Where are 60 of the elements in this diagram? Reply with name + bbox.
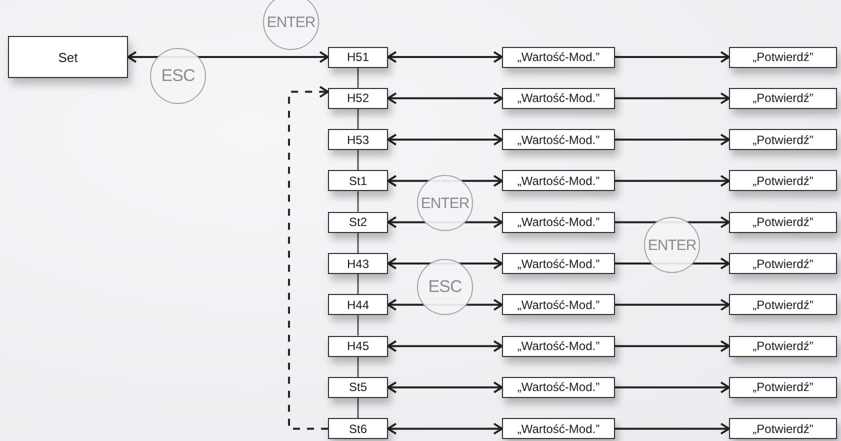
parameter-box: „Wartość-Mod.” bbox=[502, 46, 615, 68]
connector-line bbox=[357, 274, 359, 294]
parameter-box: St6 bbox=[328, 418, 388, 440]
parameter-box: „Potwierdź” bbox=[729, 129, 837, 150]
parameter-box: „Wartość-Mod.” bbox=[502, 212, 615, 233]
arrow bbox=[615, 298, 730, 311]
arrow bbox=[387, 381, 503, 394]
parameter-box: „Potwierdź” bbox=[729, 336, 837, 357]
parameter-box: „Potwierdź” bbox=[729, 212, 837, 233]
connector-line bbox=[357, 68, 359, 88]
connector-line bbox=[357, 232, 359, 253]
parameter-box: St1 bbox=[328, 170, 388, 192]
parameter-box: H53 bbox=[328, 129, 388, 150]
key-circle: ENTER bbox=[263, 0, 319, 50]
parameter-box: H51 bbox=[328, 46, 388, 68]
connector-line bbox=[357, 108, 359, 130]
menu-box: Set bbox=[8, 36, 128, 78]
parameter-box: „Potwierdź” bbox=[729, 294, 837, 316]
connector-line bbox=[357, 315, 359, 336]
key-circle: ENTER bbox=[644, 217, 700, 273]
connector-line bbox=[357, 356, 359, 377]
connector-line bbox=[357, 191, 359, 212]
arrow bbox=[615, 134, 730, 146]
parameter-box: St2 bbox=[328, 212, 388, 233]
parameter-box: „Potwierdź” bbox=[729, 253, 837, 274]
parameter-box: H43 bbox=[328, 253, 388, 274]
parameter-box: H52 bbox=[328, 88, 388, 109]
parameter-box: „Wartość-Mod.” bbox=[502, 336, 615, 357]
arrow bbox=[615, 422, 730, 435]
arrow bbox=[387, 340, 503, 352]
parameter-box: „Wartość-Mod.” bbox=[502, 253, 615, 274]
parameter-box: „Wartość-Mod.” bbox=[502, 376, 615, 398]
parameter-box: „Wartość-Mod.” bbox=[502, 88, 615, 109]
parameter-box: „Potwierdź” bbox=[729, 376, 837, 398]
connector-line bbox=[357, 398, 359, 418]
arrow bbox=[288, 86, 329, 430]
arrow bbox=[387, 134, 503, 146]
arrow bbox=[615, 381, 730, 394]
parameter-box: St5 bbox=[328, 376, 388, 398]
parameter-box: „Wartość-Mod.” bbox=[502, 170, 615, 192]
arrow bbox=[387, 422, 503, 435]
parameter-box: „Wartość-Mod.” bbox=[502, 418, 615, 440]
arrow bbox=[387, 92, 503, 104]
parameter-box: H44 bbox=[328, 294, 388, 316]
parameter-box: „Wartość-Mod.” bbox=[502, 294, 615, 316]
parameter-box: „Potwierdź” bbox=[729, 418, 837, 440]
parameter-box: „Wartość-Mod.” bbox=[502, 129, 615, 150]
arrow bbox=[615, 92, 730, 104]
arrow bbox=[615, 340, 730, 352]
key-circle: ESC bbox=[417, 259, 473, 315]
parameter-box: „Potwierdź” bbox=[729, 88, 837, 109]
connector-line bbox=[357, 150, 359, 170]
key-circle: ESC bbox=[150, 48, 206, 104]
arrow bbox=[615, 174, 730, 187]
parameter-box: H45 bbox=[328, 336, 388, 357]
arrow bbox=[615, 51, 730, 63]
arrow bbox=[387, 51, 503, 63]
parameter-box: „Potwierdź” bbox=[729, 170, 837, 192]
parameter-box: „Potwierdź” bbox=[729, 46, 837, 68]
key-circle: ENTER bbox=[417, 175, 473, 231]
